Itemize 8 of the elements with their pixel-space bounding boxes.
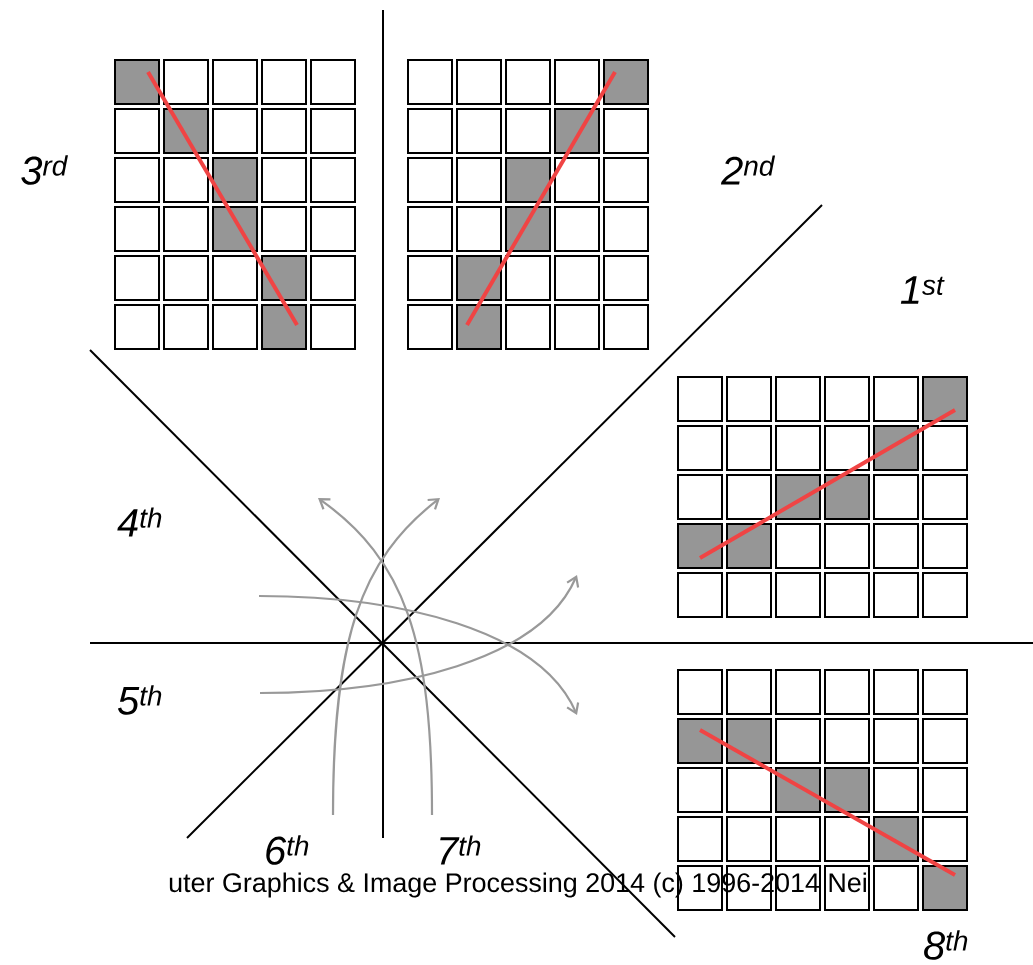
octant-label: 7$^{th}$ (440, 835, 481, 865)
octant-label: 2$^{nd}$ (720, 155, 776, 185)
octant-label: 5$^{th}$ (117, 685, 162, 715)
octant-label: 8$^{th}$ (924, 930, 968, 960)
octant-label: 4$^{th}$ (117, 507, 162, 537)
octant-label: 1$^{st}$ (900, 276, 945, 304)
octant-label: 6$^{th}$ (266, 835, 309, 865)
octant-label: 3$^{rd}$ (21, 155, 68, 185)
